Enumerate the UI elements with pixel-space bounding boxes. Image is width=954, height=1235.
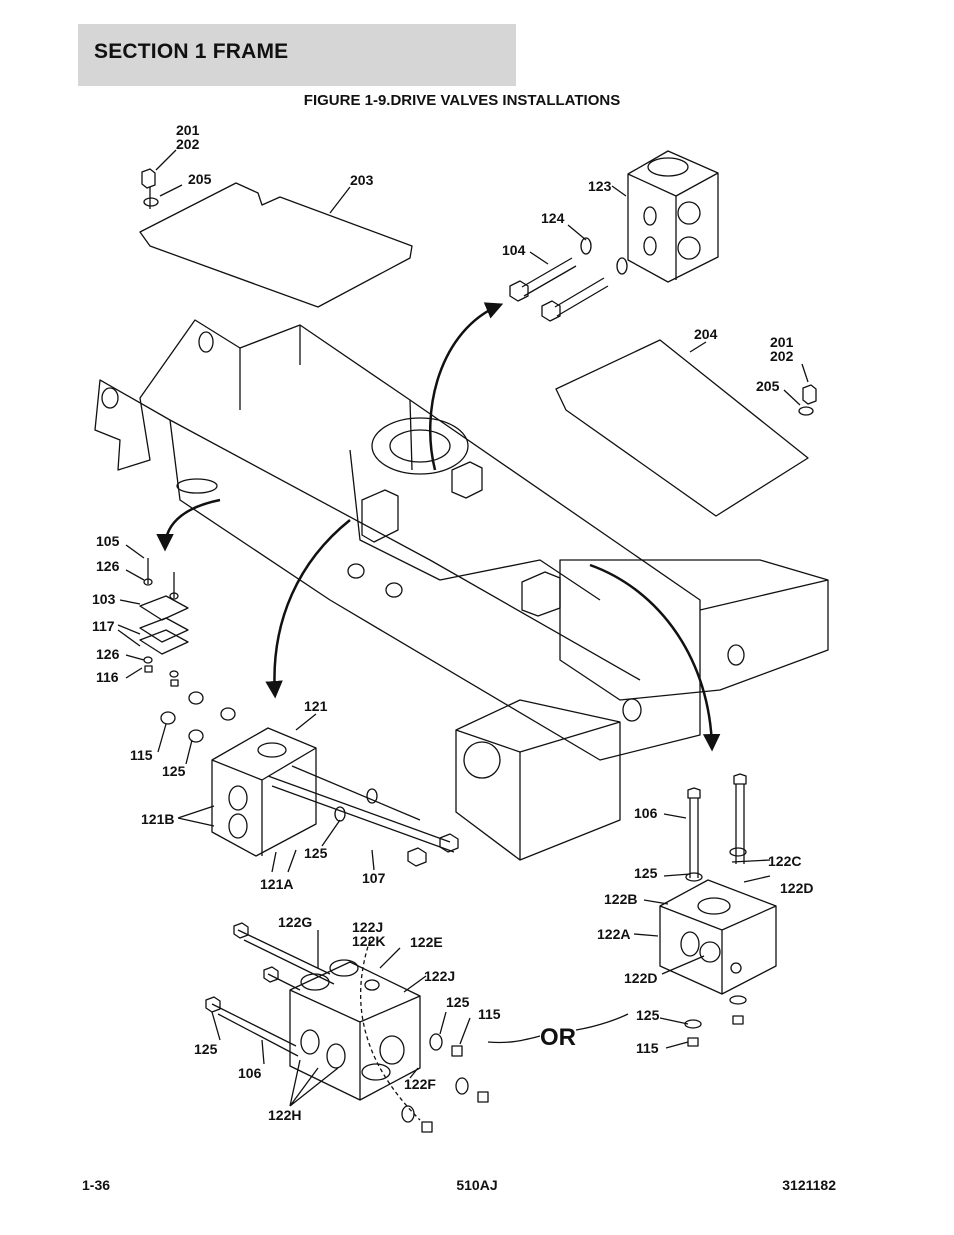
callout-122f: 122F — [404, 1076, 436, 1092]
callout-121b: 121B — [141, 811, 174, 827]
valve-block-121 — [211, 727, 317, 857]
callout-106: 106 — [634, 805, 658, 821]
callout-105: 105 — [96, 533, 120, 549]
callout-103: 103 — [92, 591, 116, 607]
callout-201b: 201 — [770, 334, 794, 350]
shim-117 — [139, 617, 189, 655]
or-label: OR — [540, 1024, 576, 1051]
callout-122j: 122J — [424, 968, 455, 984]
callout-122k: 122K — [352, 933, 385, 949]
callout-106b: 106 — [238, 1065, 262, 1081]
washer-124 — [580, 237, 592, 255]
cover-plate-204 — [555, 339, 809, 517]
callout-104: 104 — [502, 242, 526, 258]
callout-122d: 122D — [624, 970, 657, 986]
arrow-to-121 — [265, 519, 351, 699]
washer-205 — [143, 197, 159, 207]
callout-122j-top: 122J — [352, 919, 383, 935]
nut-116 — [144, 665, 179, 687]
callout-122e: 122E — [410, 934, 443, 950]
axle-housing — [559, 559, 829, 701]
frame-valve-center — [451, 461, 483, 499]
callout-126b: 126 — [96, 646, 120, 662]
bolt-106 — [687, 773, 747, 878]
callout-202b: 202 — [770, 348, 794, 364]
section-header-band — [78, 24, 516, 86]
footer-model: 510AJ — [456, 1177, 498, 1193]
footer-doc-number: 3121182 — [782, 1177, 836, 1193]
valve-block-123 — [627, 150, 719, 283]
section-title: SECTION 1 FRAME — [94, 40, 289, 63]
valve-block-122-left — [289, 961, 421, 1101]
arrow-to-122 — [589, 563, 721, 752]
figure-title: FIGURE 1-9.DRIVE VALVES INSTALLATIONS — [303, 92, 621, 109]
stud-105 — [147, 558, 175, 598]
callout-117: 117 — [92, 618, 115, 634]
callout-203: 203 — [350, 172, 374, 188]
callout-126: 126 — [96, 558, 120, 574]
callout-125f: 125 — [194, 1041, 218, 1057]
frame-valve-left — [361, 489, 399, 543]
callout-121: 121 — [304, 698, 328, 714]
callout-121a: 121A — [260, 876, 293, 892]
callout-125c: 125 — [634, 865, 658, 881]
callout-125e: 125 — [446, 994, 470, 1010]
footer-page-number: 1-36 — [82, 1177, 111, 1193]
bolt-104 — [509, 257, 577, 302]
callout-122d-top: 122D — [780, 880, 813, 896]
frame-valve-right — [521, 571, 561, 617]
plate-103 — [139, 595, 189, 621]
callout-122c: 122C — [768, 853, 801, 869]
callout-205: 205 — [188, 171, 212, 187]
callout-115: 115 — [130, 747, 153, 763]
callout-125d: 125 — [636, 1007, 660, 1023]
callout-107: 107 — [362, 870, 386, 886]
callout-122b: 122B — [604, 891, 637, 907]
square-tube — [455, 699, 621, 861]
bolt-201b — [802, 384, 817, 405]
turntable-bearing — [371, 417, 469, 475]
callout-123: 123 — [588, 178, 612, 194]
cover-plate-203 — [139, 182, 413, 308]
callout-125b: 125 — [304, 845, 328, 861]
or-leader-right — [575, 1013, 629, 1031]
main-frame — [94, 319, 701, 761]
callout-201: 201 — [176, 122, 200, 138]
arrow-to-105 — [156, 498, 221, 552]
callout-202: 202 — [176, 136, 200, 152]
arrow-to-123 — [428, 302, 504, 471]
callout-205b: 205 — [756, 378, 780, 394]
callout-116: 116 — [96, 669, 119, 685]
callout-122g: 122G — [278, 914, 312, 930]
callout-125: 125 — [162, 763, 186, 779]
callout-204: 204 — [694, 326, 718, 342]
callout-122a: 122A — [597, 926, 630, 942]
callout-122h: 122H — [268, 1107, 301, 1123]
or-leader-left — [487, 1035, 541, 1044]
valve-block-122-right — [659, 879, 777, 995]
washer-205b — [798, 406, 814, 416]
callout-124: 124 — [541, 210, 565, 226]
callout-115c: 115 — [478, 1006, 501, 1022]
callout-115b: 115 — [636, 1040, 659, 1056]
